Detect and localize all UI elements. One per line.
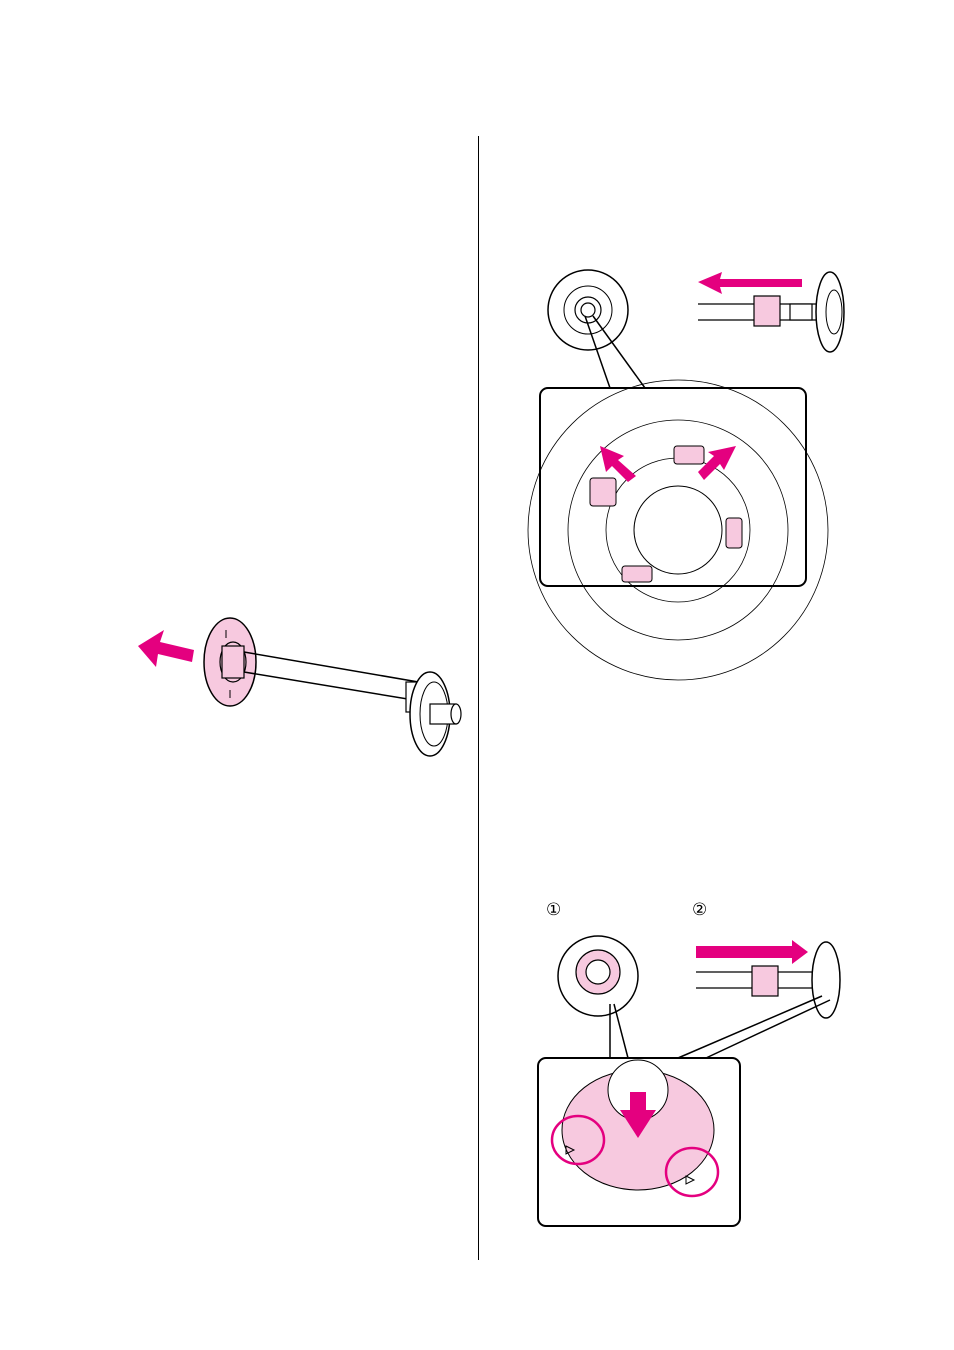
- adapter-front-view-2: [558, 936, 638, 1016]
- adapter-detail-box: [528, 380, 828, 680]
- step-marker-1: ①: [546, 902, 561, 919]
- adapter-side-view: [698, 272, 844, 352]
- spindle-flange-illustration: [130, 610, 470, 770]
- adapter-side-view-2: [696, 940, 840, 1018]
- alignment-detail-box: [538, 1058, 740, 1226]
- adapter-alignment-illustration: [538, 940, 848, 1230]
- column-divider: [478, 136, 479, 1260]
- adapter-front-view: [548, 270, 628, 350]
- pull-left-arrow: [138, 630, 194, 667]
- step-marker-2: ②: [692, 902, 707, 919]
- adapter-tabs-illustration: [540, 270, 810, 590]
